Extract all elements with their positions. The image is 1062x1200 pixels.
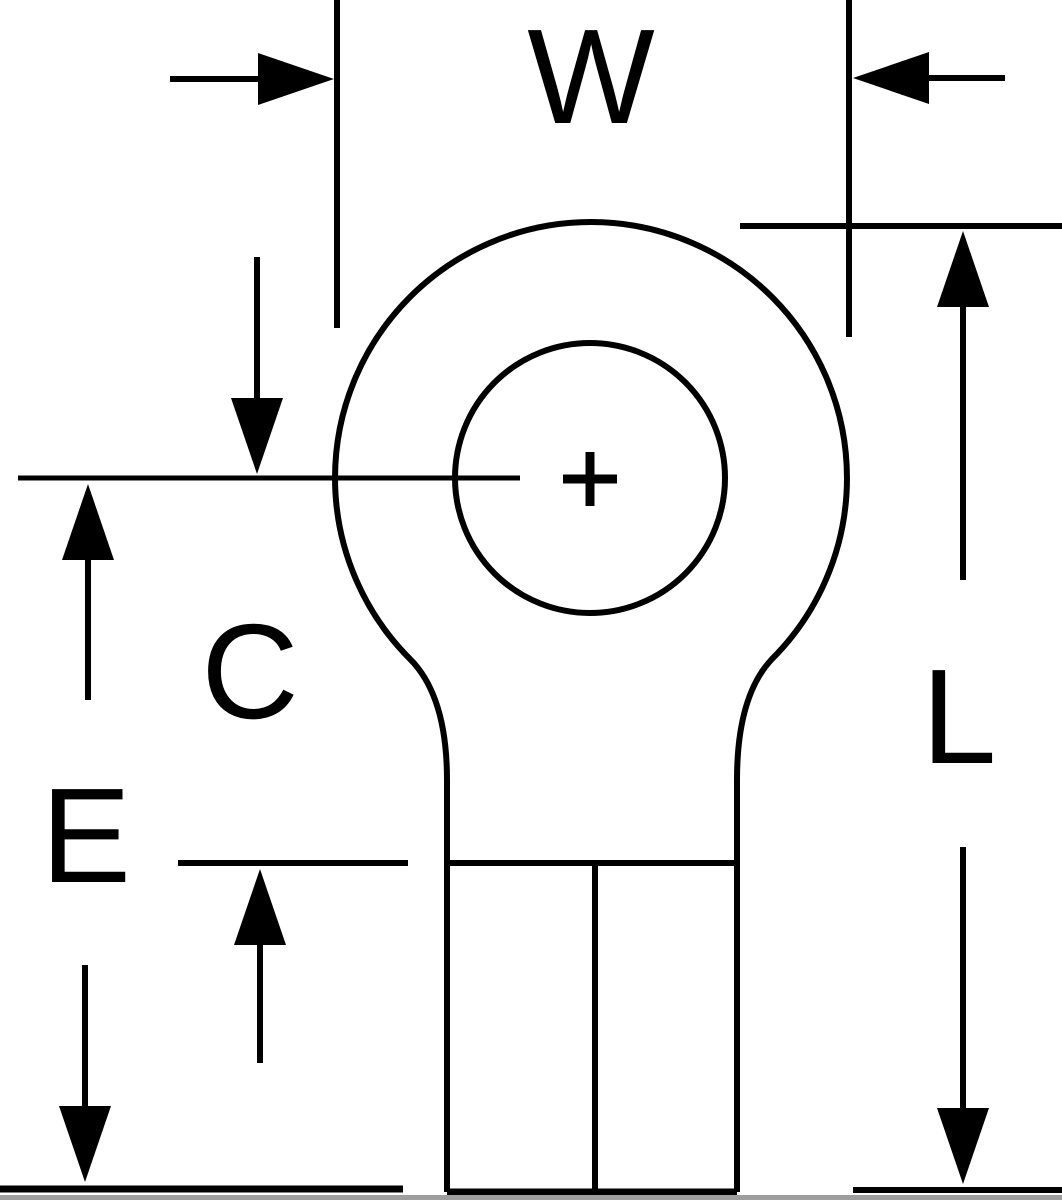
dim-label-e: E xyxy=(41,760,131,911)
l-dim-arrow-down xyxy=(937,847,989,1184)
arrowhead-down-icon xyxy=(231,398,283,474)
e-dim-arrow-down xyxy=(59,965,111,1182)
w-dim-arrow-right xyxy=(853,52,1005,104)
e-dim-arrow-up xyxy=(234,869,286,1063)
arrowhead-up-icon xyxy=(937,231,989,307)
arrowhead-down-icon xyxy=(937,1108,989,1184)
dim-label-l: L xyxy=(921,641,996,792)
arrowhead-left-icon xyxy=(853,52,929,104)
bottom-edge-strip xyxy=(0,1195,1062,1200)
arrowhead-right-icon xyxy=(258,53,334,105)
arrowhead-down-icon xyxy=(59,1106,111,1182)
terminal-outer-profile xyxy=(332,219,850,1192)
dim-label-w: W xyxy=(527,1,654,152)
c-dim-arrow-up xyxy=(62,484,114,700)
dim-label-c: C xyxy=(201,596,299,747)
arrowhead-up-icon xyxy=(234,869,286,945)
c-dim-arrow-down xyxy=(231,257,283,474)
arrowhead-up-icon xyxy=(62,484,114,560)
l-dim-arrow-up xyxy=(937,231,989,580)
w-dim-arrow-left xyxy=(170,53,334,105)
